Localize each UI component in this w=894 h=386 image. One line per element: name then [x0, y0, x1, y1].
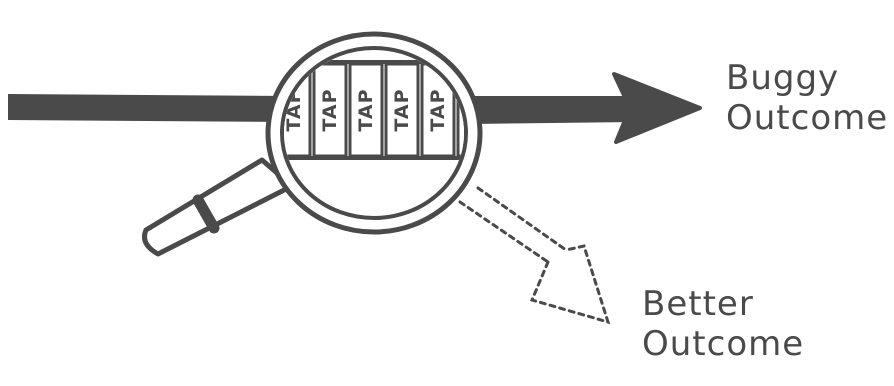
better-outcome-label: Better Outcome	[642, 284, 804, 364]
tap-cell	[384, 62, 420, 158]
better-outcome-line2: Outcome	[642, 324, 805, 364]
buggy-outcome-line2: Outcome	[726, 98, 889, 138]
buggy-outcome-label: Buggy Outcome	[726, 58, 888, 138]
tap-cell	[348, 62, 384, 158]
arrow-head	[612, 72, 702, 144]
tap-cell	[312, 62, 348, 158]
arrow-shaft-left	[8, 94, 290, 122]
tap-cell-label: TAP	[391, 88, 413, 131]
buggy-outcome-line1: Buggy	[726, 58, 840, 98]
magnifier-handle	[142, 157, 295, 257]
tap-cell-label: TAP	[319, 88, 341, 131]
better-outcome-line1: Better	[642, 284, 754, 324]
tap-cell-label: TAP	[427, 88, 449, 131]
tap-stream: TAPTAPTAPTAPTAPTAP	[284, 60, 464, 160]
arrow-shaft-right	[470, 96, 640, 124]
dotted-arrow	[458, 186, 611, 325]
tap-cell-label: TAP	[355, 88, 377, 131]
